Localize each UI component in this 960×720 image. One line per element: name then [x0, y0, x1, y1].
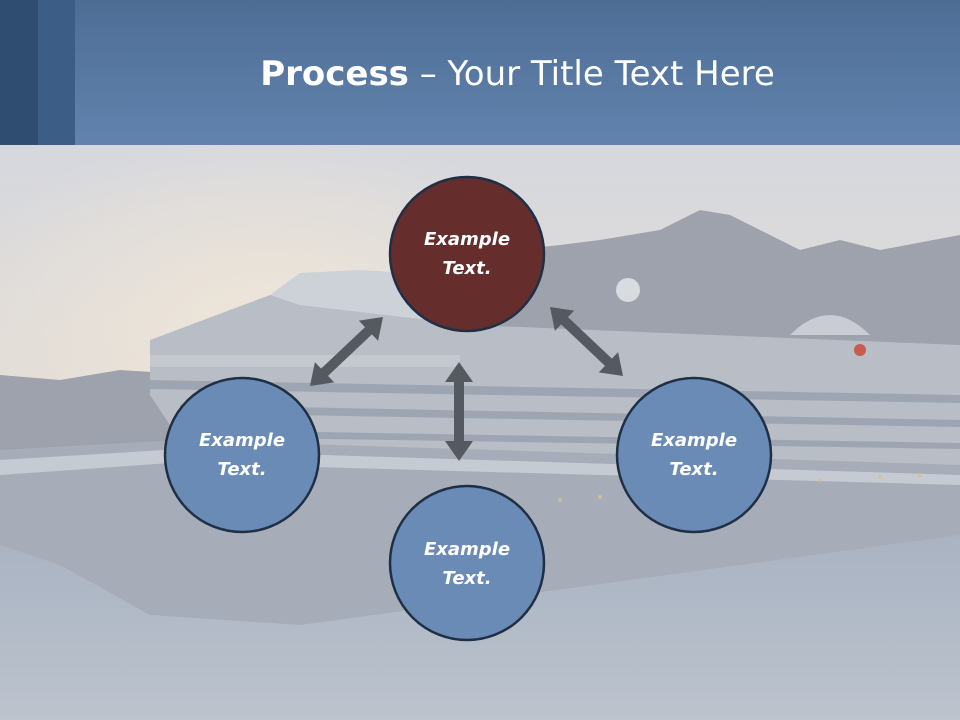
node-top-label-line1: Example [423, 229, 511, 250]
node-right-label: Example Text. [619, 426, 769, 484]
title-header-bar [0, 0, 960, 145]
header-accent-medium [38, 0, 75, 145]
node-top-label: Example Text. [392, 225, 542, 283]
arrow-top-left-icon [310, 317, 383, 386]
node-top-circle [388, 175, 546, 333]
node-bottom-label-line2: Text. [442, 568, 492, 589]
node-bottom-label-line1: Example [423, 539, 511, 560]
header-accent-dark [0, 0, 38, 145]
arrow-vertical-icon [445, 362, 473, 461]
node-bottom-label: Example Text. [392, 535, 542, 593]
node-top-label-line2: Text. [442, 258, 492, 279]
node-left-label-line1: Example [198, 430, 286, 451]
node-right-circle [615, 376, 773, 534]
node-left-label: Example Text. [167, 426, 317, 484]
slide-title-rest: – Your Title Text Here [408, 54, 775, 94]
node-bottom-circle [388, 484, 546, 642]
node-right-label-line1: Example [650, 430, 738, 451]
node-left-circle [163, 376, 321, 534]
slide-title: Process – Your Title Text Here [75, 52, 960, 96]
slide-title-bold: Process [260, 54, 409, 94]
node-right-label-line2: Text. [669, 459, 719, 480]
arrow-top-right-icon [550, 307, 623, 376]
node-left-label-line2: Text. [217, 459, 267, 480]
